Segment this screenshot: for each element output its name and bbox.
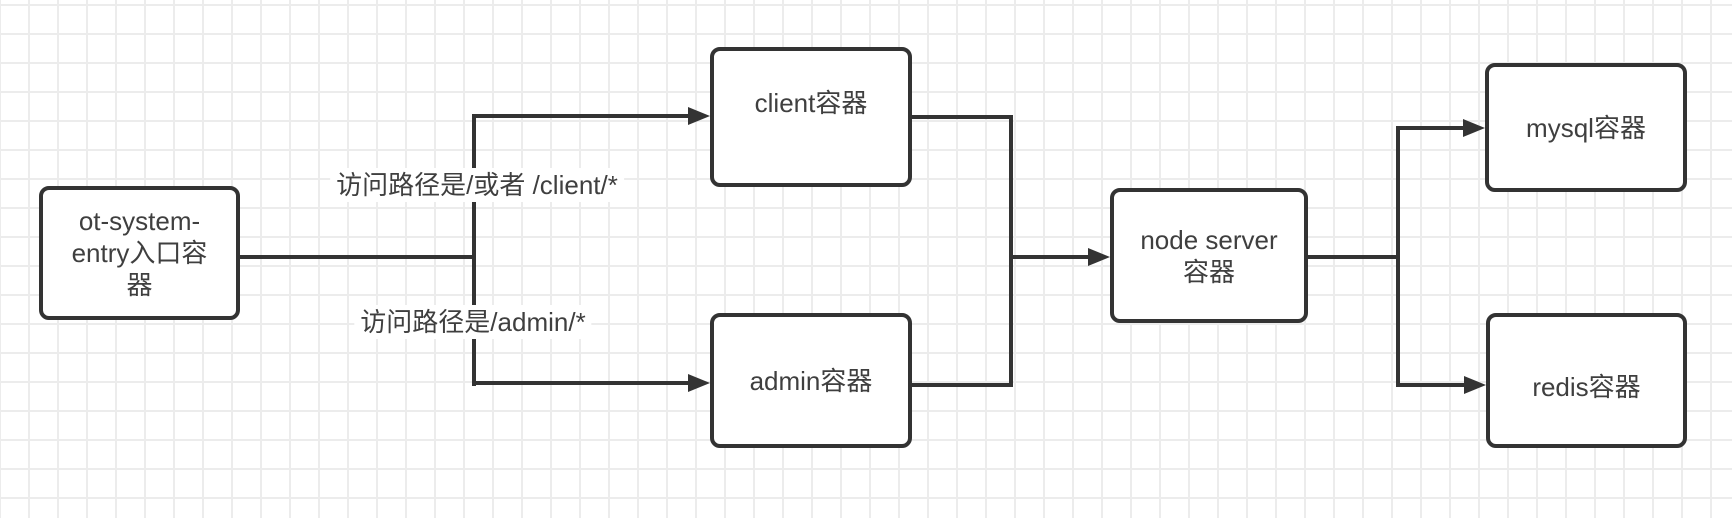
edge-label-admin-path: 访问路径是/admin/* bbox=[354, 305, 592, 339]
arrowhead-mysql bbox=[1463, 119, 1485, 137]
edge-merge-to-node bbox=[1009, 255, 1089, 259]
edge-client-to-merge bbox=[912, 115, 1013, 119]
node-mysql: mysql容器 bbox=[1485, 63, 1687, 192]
edge-merge-vertical bbox=[1009, 115, 1013, 387]
edge-split-vertical bbox=[1396, 126, 1400, 387]
node-redis: redis容器 bbox=[1486, 313, 1687, 448]
edge-node-to-split bbox=[1308, 255, 1400, 259]
arrowhead-admin bbox=[688, 374, 710, 392]
node-ot-system-entry: ot-system- entry入口容 器 bbox=[39, 186, 240, 320]
edge-split-to-redis bbox=[1396, 383, 1464, 387]
node-node-server: node server 容器 bbox=[1110, 188, 1308, 323]
edge-junction-to-admin bbox=[472, 381, 689, 385]
node-client: client容器 bbox=[710, 47, 912, 187]
edge-entry-to-junction bbox=[240, 255, 476, 259]
arrowhead-node-server bbox=[1088, 248, 1110, 266]
edge-admin-to-merge bbox=[912, 383, 1013, 387]
edge-label-client-path: 访问路径是/或者 /client/* bbox=[330, 168, 624, 202]
node-admin: admin容器 bbox=[710, 313, 912, 448]
arrowhead-client bbox=[688, 107, 710, 125]
arrowhead-redis bbox=[1464, 376, 1486, 394]
edge-junction-to-client bbox=[472, 114, 689, 118]
edge-split-to-mysql bbox=[1396, 126, 1464, 130]
edge-junction-vertical bbox=[472, 114, 476, 386]
